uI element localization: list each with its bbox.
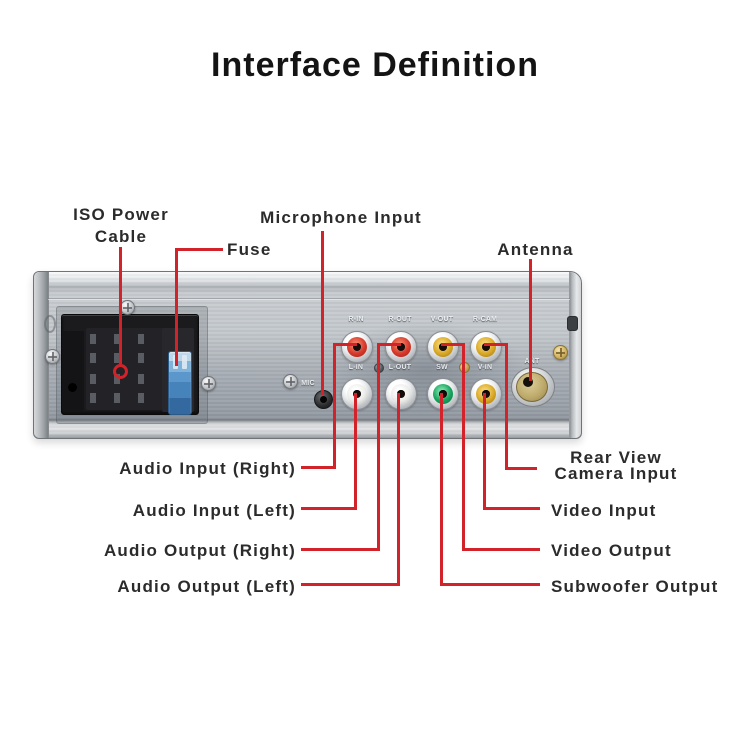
line-audio-in-right-h [301, 466, 336, 469]
line-audio-out-left-v [397, 393, 400, 586]
rca-hole [353, 390, 361, 398]
port-label-l-out: L-OUT [388, 364, 412, 371]
line-audio-in-left-h [301, 507, 357, 510]
port-label-ant: ANT [524, 358, 540, 365]
line-rear-camera-h [505, 467, 537, 470]
iso-pins-lower [90, 374, 174, 406]
line-fuse-h [176, 248, 223, 251]
line-rear-camera-v [505, 343, 508, 470]
callout-subwoofer-output: Subwoofer Output [551, 577, 719, 596]
rca-jack-video-in [470, 378, 502, 410]
line-audio-out-right-h [301, 548, 380, 551]
line-subwoofer-v [440, 393, 443, 585]
line-rear-camera-stub [484, 343, 508, 346]
rca-hole [397, 390, 405, 398]
rca-hole [482, 390, 490, 398]
line-iso-power [119, 247, 122, 364]
rca-jack-audio-out-left [385, 378, 417, 410]
rca-jack-subwoofer-out [427, 378, 459, 410]
port-label-r-out: R-OUT [388, 316, 412, 323]
panel-screw [201, 376, 216, 391]
callout-audio-input-left: Audio Input (Left) [132, 501, 296, 520]
line-audio-out-left-h [301, 583, 400, 586]
antenna-connector [516, 372, 548, 402]
rca-jack-audio-in-right [341, 331, 373, 363]
line-antenna [529, 259, 532, 381]
callout-video-input: Video Input [551, 501, 657, 520]
callout-rear-view-camera-input: Rear View Camera Input [551, 448, 681, 483]
port-label-sw: SW [436, 364, 448, 371]
line-microphone [321, 231, 324, 395]
panel-screw [283, 374, 298, 389]
antenna-connector-hole [523, 377, 533, 387]
iso-pins-upper [90, 334, 170, 364]
callout-iso-line2: Cable [94, 227, 148, 246]
callout-audio-output-left: Audio Output (Left) [117, 577, 296, 596]
panel-screw [120, 300, 135, 315]
line-fuse-v [175, 248, 178, 366]
port-label-v-in: V-IN [477, 364, 493, 371]
panel-stamp-mark [44, 315, 56, 333]
line-video-out-h [462, 548, 540, 551]
port-label-mic: MIC [301, 380, 315, 387]
line-video-in-h [483, 507, 540, 510]
panel-screw [45, 349, 60, 364]
port-label-r-in: R-IN [348, 316, 364, 323]
rca-hole [439, 390, 447, 398]
rca-jack-audio-out-right [385, 331, 417, 363]
line-audio-in-left-v [354, 393, 357, 510]
callout-antenna: Antenna [497, 240, 574, 259]
page-title: Interface Definition [211, 46, 539, 84]
panel-screw-gold [553, 345, 568, 360]
iso-connector-hole [68, 383, 77, 392]
line-audio-in-right-v [333, 343, 336, 469]
callout-video-output: Video Output [551, 541, 672, 560]
line-audio-out-right-v [377, 343, 380, 550]
line-video-out-stub [441, 343, 465, 346]
rca-jack-audio-in-left [341, 378, 373, 410]
line-audio-in-right-stub [333, 343, 357, 346]
line-video-out-v [462, 343, 465, 550]
rca-hole [397, 343, 405, 351]
iso-connector-notch [62, 331, 84, 411]
callout-iso-power-cable: ISO Power Cable [40, 204, 202, 248]
rca-jack-video-out [427, 331, 459, 363]
fuse-prong [182, 355, 187, 369]
line-video-in-v [483, 393, 486, 510]
panel-right-edge [569, 272, 581, 438]
microphone-jack-hole [320, 396, 327, 403]
port-label-l-in: L-IN [348, 364, 364, 371]
callout-rvc-line1: Rear View [570, 448, 662, 467]
panel-latch-slot [567, 316, 578, 331]
line-audio-out-right-stub [377, 343, 401, 346]
rca-hole [439, 343, 447, 351]
iso-target-circle [113, 364, 128, 379]
callout-fuse: Fuse [227, 240, 272, 259]
callout-audio-output-right: Audio Output (Right) [103, 541, 296, 560]
stereo-rear-panel: MIC R-IN R-OUT V-OUT R-CAM L-IN L-OUT SW… [33, 271, 582, 439]
callout-audio-input-right: Audio Input (Right) [119, 459, 296, 478]
line-subwoofer-h [440, 583, 540, 586]
blade-fuse [168, 351, 192, 415]
port-label-v-out: V-OUT [430, 316, 454, 323]
panel-seam [48, 299, 570, 300]
callout-iso-line1: ISO Power [73, 205, 169, 224]
rca-hole [482, 343, 490, 351]
rca-jack-rear-camera-in [470, 331, 502, 363]
callout-rvc-line2: Camera Input [554, 464, 678, 483]
port-label-r-cam: R-CAM [472, 316, 498, 323]
rca-hole [353, 343, 361, 351]
callout-microphone-input: Microphone Input [260, 208, 422, 227]
